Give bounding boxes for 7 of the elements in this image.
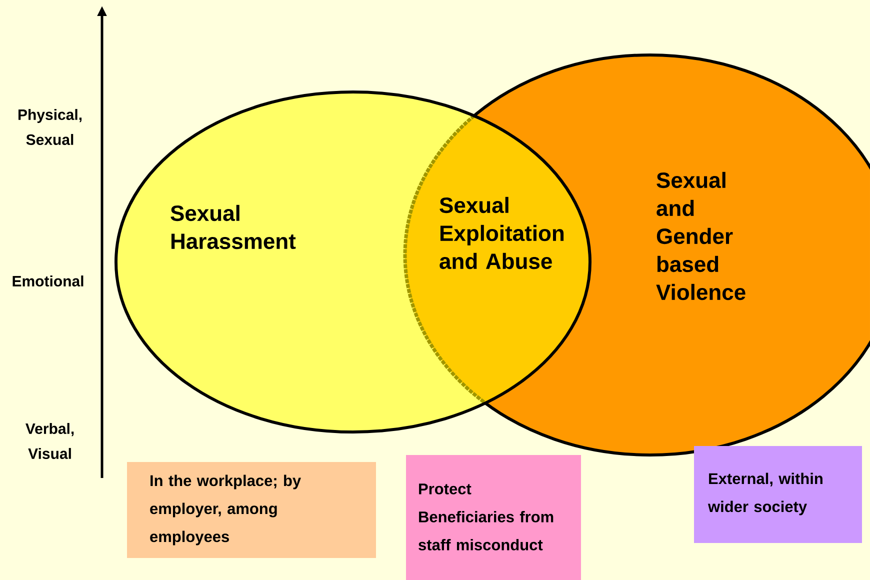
text-box: In the workplace; by employer, among employees <box>127 462 376 558</box>
text-box: Protect Beneficiaries from staff misconduct <box>406 454 581 580</box>
text-box: External, within wider society <box>694 446 862 543</box>
axis-label: Verbal, Visual <box>26 422 74 459</box>
axis-label: Physical, Sexual <box>18 108 82 145</box>
axis-label: Emotional <box>12 275 84 286</box>
node-label: Sexual Harassment <box>170 204 296 250</box>
